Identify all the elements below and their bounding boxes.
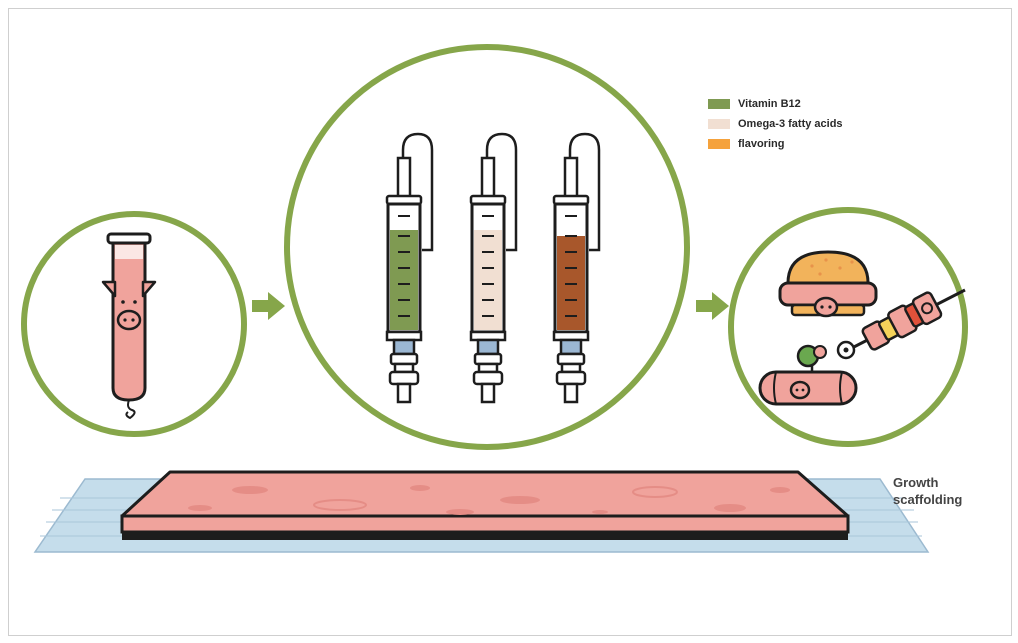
legend-item: Omega-3 fatty acids xyxy=(708,114,843,134)
scaffold-label-line1: Growth xyxy=(893,474,962,491)
step-circle-products xyxy=(731,210,965,444)
legend: Vitamin B12 Omega-3 fatty acids flavorin… xyxy=(708,94,843,154)
legend-item: Vitamin B12 xyxy=(708,94,843,114)
burger-icon xyxy=(780,252,876,316)
meat-slab xyxy=(122,472,848,540)
legend-label: Omega-3 fatty acids xyxy=(738,118,843,130)
legend-item: flavoring xyxy=(708,134,843,154)
legend-swatch-omega-3 xyxy=(708,119,730,129)
scaffold-label: Growth scaffolding xyxy=(893,474,962,508)
legend-label: Vitamin B12 xyxy=(738,98,801,110)
legend-swatch-flavoring xyxy=(708,139,730,149)
legend-swatch-vitamin-b12 xyxy=(708,99,730,109)
scaffold-label-line2: scaffolding xyxy=(893,491,962,508)
arrow-icon xyxy=(252,292,285,320)
arrow-icon xyxy=(696,292,729,320)
legend-label: flavoring xyxy=(738,138,784,150)
